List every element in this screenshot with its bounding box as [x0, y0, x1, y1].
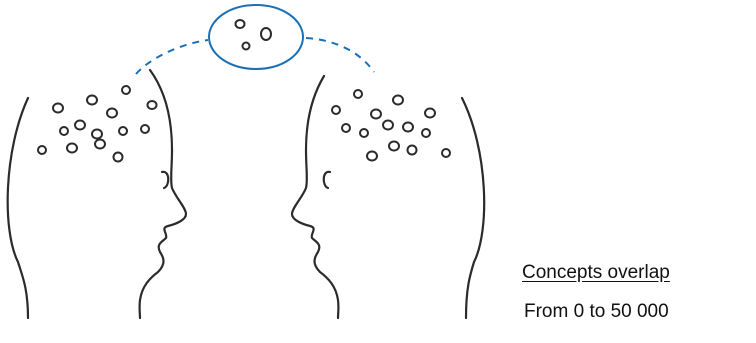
- left-dashed-link: [136, 40, 208, 74]
- left-head-face-outline: [140, 70, 186, 318]
- right-head-concept-dots: [332, 90, 450, 161]
- caption-subtitle: From 0 to 50 000: [524, 301, 669, 323]
- left-head-ear: [162, 172, 168, 188]
- right-head-face-outline: [292, 76, 338, 318]
- left-head-back-outline: [8, 98, 28, 318]
- left-head: [8, 70, 186, 318]
- overlap-bubble: [209, 5, 303, 69]
- left-head-concept-dots: [38, 86, 157, 162]
- right-head-ear: [324, 172, 330, 188]
- right-head-back-outline: [462, 98, 484, 318]
- right-head: [292, 76, 484, 318]
- right-dashed-link: [306, 38, 374, 72]
- caption-title: Concepts overlap: [522, 262, 670, 284]
